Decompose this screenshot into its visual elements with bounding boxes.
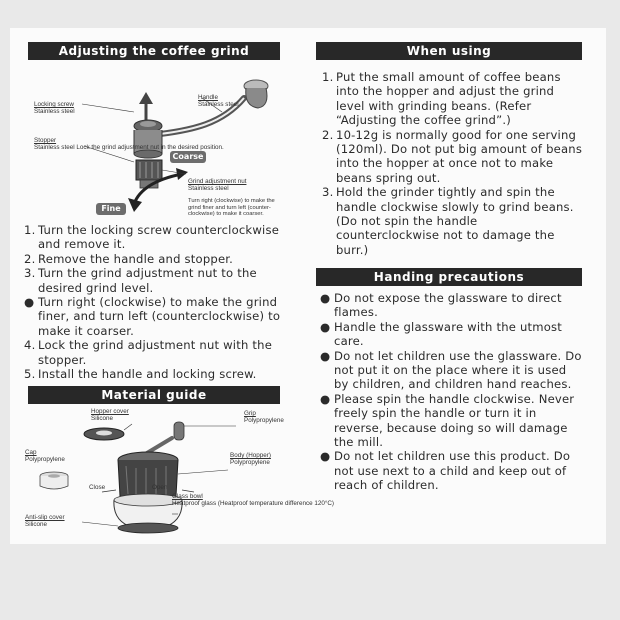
instruction-sheet (10, 28, 606, 544)
list-item: 5.Install the handle and locking screw. (24, 367, 257, 382)
list-item: 1.Put the small amount of coffee beans i… (322, 70, 561, 128)
list-item: 3.Hold the grinder tightly and spin the … (322, 185, 574, 257)
hopper-cover-label: Hopper cover Silicone (91, 408, 129, 423)
anti-slip-label: Anti-slip cover Silicone (25, 514, 65, 529)
grind-nut-label: Grind adjustment nut Stainless steel (188, 178, 247, 193)
list-item: 3.Turn the grind adjustment nut to the d… (24, 266, 257, 295)
locking-screw-label: Locking screw Stainless steel (34, 101, 75, 116)
precautions-section-header: Handing precautions (316, 268, 582, 286)
stopper-label: Stopper Stainless steel Lock the grind a… (34, 137, 224, 152)
list-item: ●Do not let children use the glassware. … (320, 348, 582, 392)
grind-nut-note: Turn right (clockwise) to make the grind… (188, 198, 275, 218)
grind-steps-list: 1.Turn the locking screw counterclockwis… (24, 223, 286, 381)
grip (173, 421, 185, 441)
list-item: 2.10-12g is normally good for one servin… (322, 127, 583, 185)
grind-section-header: Adjusting the coffee grind (28, 42, 280, 60)
list-item: ●Do not let children use this product. D… (320, 449, 571, 493)
using-steps-list: 1.Put the small amount of coffee beans i… (322, 70, 584, 257)
material-section-header: Material guide (28, 386, 280, 404)
anti-slip-cover (117, 522, 179, 534)
cap-label: Cap Polypropylene (25, 449, 65, 464)
precautions-list: ●Do not expose the glassware to direct f… (320, 291, 584, 493)
grind-diagram (81, 79, 269, 212)
list-item: 4.Lock the grind adjustment nut with the… (24, 338, 273, 367)
open-label: Open (152, 484, 168, 491)
fine-badge: Fine (96, 203, 126, 215)
list-item: ●Please spin the handle clockwise. Never… (320, 391, 575, 450)
close-label: Close (89, 484, 106, 491)
body-label: Body (Hopper) Polypropylene (230, 452, 271, 467)
list-item: 2.Remove the handle and stopper. (24, 251, 234, 266)
glass-bowl-label: Glass bowl Heatproof glass (Heatproof te… (172, 493, 335, 508)
material-diagram (39, 421, 236, 534)
list-item: ●Do not expose the glassware to direct f… (320, 291, 562, 320)
handle-label: Handle Stainless steel (198, 94, 239, 109)
list-item: ●Turn right (clockwise) to make the grin… (24, 295, 281, 338)
list-item: ●Handle the glassware with the utmost ca… (320, 319, 563, 349)
grip-label: Grip Polypropylene (244, 410, 284, 425)
using-section-header: When using (316, 42, 582, 60)
list-item: 1.Turn the locking screw counterclockwis… (24, 223, 280, 252)
coarse-badge: Coarse (170, 151, 206, 163)
